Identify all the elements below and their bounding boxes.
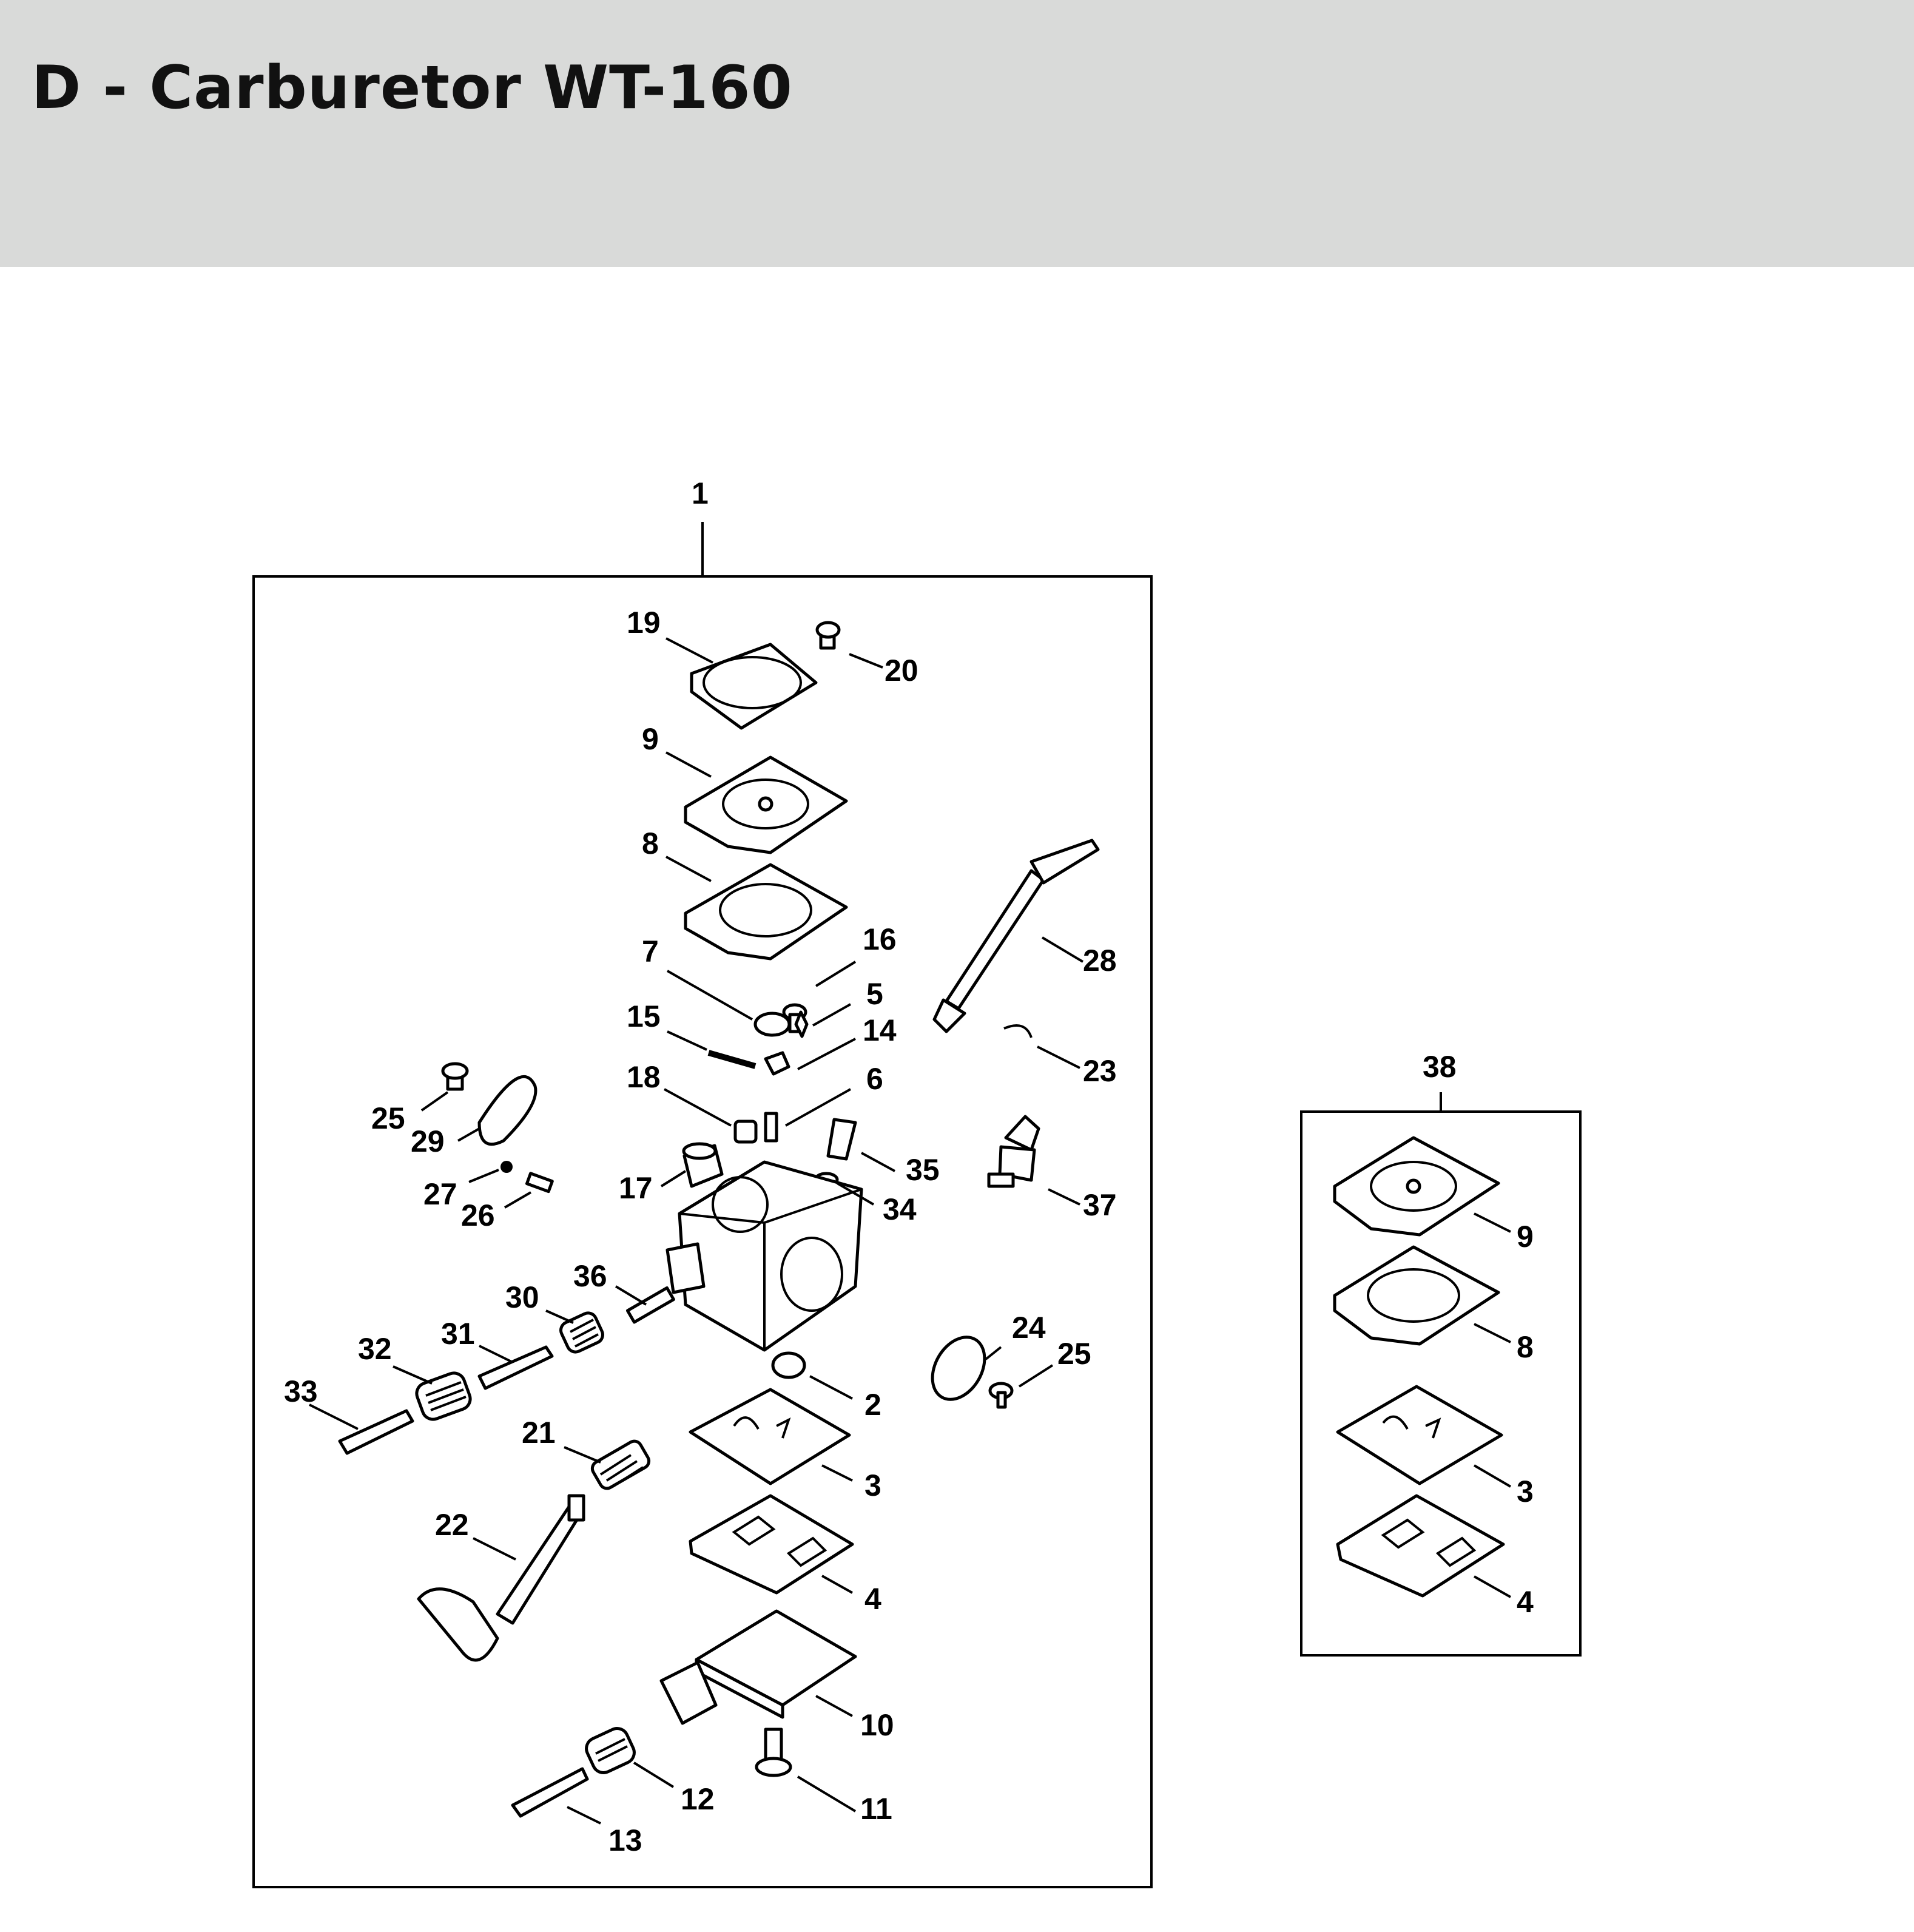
block-18-part xyxy=(733,1120,758,1144)
pin-36-part xyxy=(625,1286,675,1324)
plate-24-part xyxy=(931,1336,986,1401)
kit-callout-label: 9 xyxy=(1517,1220,1534,1254)
callout-label: 25 xyxy=(1057,1337,1091,1371)
callout-label: 9 xyxy=(642,722,659,756)
callout-label: 20 xyxy=(885,654,918,687)
callout-label: 36 xyxy=(573,1259,607,1293)
screw-13-part xyxy=(511,1767,589,1818)
screw-25-top-part xyxy=(441,1062,469,1091)
callout-label: 30 xyxy=(505,1280,539,1314)
callout-label: 37 xyxy=(1083,1188,1117,1222)
kit-callout-label: 3 xyxy=(1517,1474,1534,1508)
screw-25-right-part xyxy=(988,1382,1014,1409)
callout-label: 23 xyxy=(1083,1054,1117,1088)
clip-23-part xyxy=(1003,1024,1033,1038)
callout-label: 10 xyxy=(860,1708,894,1742)
spring-32-part xyxy=(415,1371,472,1421)
callout-label: 24 xyxy=(1012,1311,1046,1345)
callout-label: 19 xyxy=(627,606,661,640)
cap-17-part xyxy=(682,1142,724,1188)
callout-label: 5 xyxy=(866,977,883,1011)
callout-kit: 38 xyxy=(1423,1050,1457,1084)
ball-27-part xyxy=(500,1161,513,1173)
throttle-shaft-part xyxy=(417,1494,585,1662)
spring-21-part xyxy=(590,1439,651,1490)
callout-label: 34 xyxy=(883,1192,917,1226)
kit-callout-label: 8 xyxy=(1517,1330,1534,1364)
lever-14-part xyxy=(764,1051,790,1076)
callout-label: 4 xyxy=(864,1582,881,1616)
spring-6-part xyxy=(764,1112,778,1143)
callout-label: 26 xyxy=(461,1198,495,1232)
leader-lines xyxy=(309,637,1512,1825)
plate-29-part xyxy=(477,1075,537,1146)
callout-label: 27 xyxy=(423,1177,457,1211)
callout-label: 13 xyxy=(608,1823,642,1857)
spring-30-part xyxy=(559,1311,604,1354)
kit-gasket-4-part xyxy=(1336,1494,1505,1598)
spring-12-part xyxy=(585,1727,636,1774)
kit-callout-label: 4 xyxy=(1517,1585,1534,1619)
callout-label: 31 xyxy=(441,1317,475,1351)
gasket-8-part xyxy=(684,863,848,961)
pump-body-part xyxy=(659,1609,857,1725)
callout-label: 25 xyxy=(371,1101,405,1135)
callout-label: 33 xyxy=(284,1374,318,1408)
carburetor-body-part xyxy=(666,1160,863,1352)
gasket-4-part xyxy=(689,1494,854,1595)
disc-7-part xyxy=(753,1012,791,1037)
page-title: D - Carburetor WT-160 xyxy=(32,53,793,123)
metering-diaphragm-part xyxy=(689,1388,851,1485)
callout-label: 14 xyxy=(863,1013,897,1047)
callout-label: 28 xyxy=(1083,944,1117,978)
callout-label: 18 xyxy=(627,1060,661,1094)
screw-33-part xyxy=(338,1409,414,1455)
callout-label: 8 xyxy=(642,826,659,860)
pump-diaphragm-part xyxy=(684,755,848,854)
callout-label: 11 xyxy=(860,1792,892,1826)
kit-diaphragm-part xyxy=(1333,1136,1500,1237)
callout-label: 32 xyxy=(358,1332,392,1366)
callout-label: 16 xyxy=(863,922,897,956)
page-header: D - Carburetor WT-160 xyxy=(0,0,1914,267)
callout-label: 2 xyxy=(864,1388,881,1422)
callout-labels: 19 20 9 8 7 16 5 15 14 18 6 28 23 25 29 … xyxy=(284,606,1534,1857)
callout-label: 21 xyxy=(522,1416,556,1450)
kit-metering-diaphragm-part xyxy=(1336,1385,1503,1485)
screen-35-part xyxy=(826,1118,857,1161)
screen-2-part xyxy=(771,1351,806,1379)
screw-31-part xyxy=(477,1345,554,1390)
pump-cover-part xyxy=(690,643,818,730)
screw-20-part xyxy=(815,621,841,650)
needle-5-part xyxy=(794,1010,809,1038)
kit-gasket-8-part xyxy=(1333,1245,1500,1346)
fitting-37-part xyxy=(987,1115,1040,1188)
callout-label: 3 xyxy=(864,1468,881,1502)
callout-label: 17 xyxy=(619,1171,653,1205)
callout-label: 7 xyxy=(642,934,659,968)
spring-26-part xyxy=(525,1172,554,1194)
callout-main-assembly: 1 xyxy=(692,476,709,510)
callout-label: 12 xyxy=(681,1782,715,1816)
callout-label: 22 xyxy=(435,1508,469,1542)
callout-label: 15 xyxy=(627,999,661,1033)
pin-15-part xyxy=(707,1050,757,1069)
screw-11-part xyxy=(755,1728,792,1777)
callout-label: 35 xyxy=(906,1153,940,1187)
callout-label: 6 xyxy=(866,1062,883,1096)
fuel-line-28-part xyxy=(932,839,1100,1033)
callout-label: 29 xyxy=(411,1124,445,1158)
